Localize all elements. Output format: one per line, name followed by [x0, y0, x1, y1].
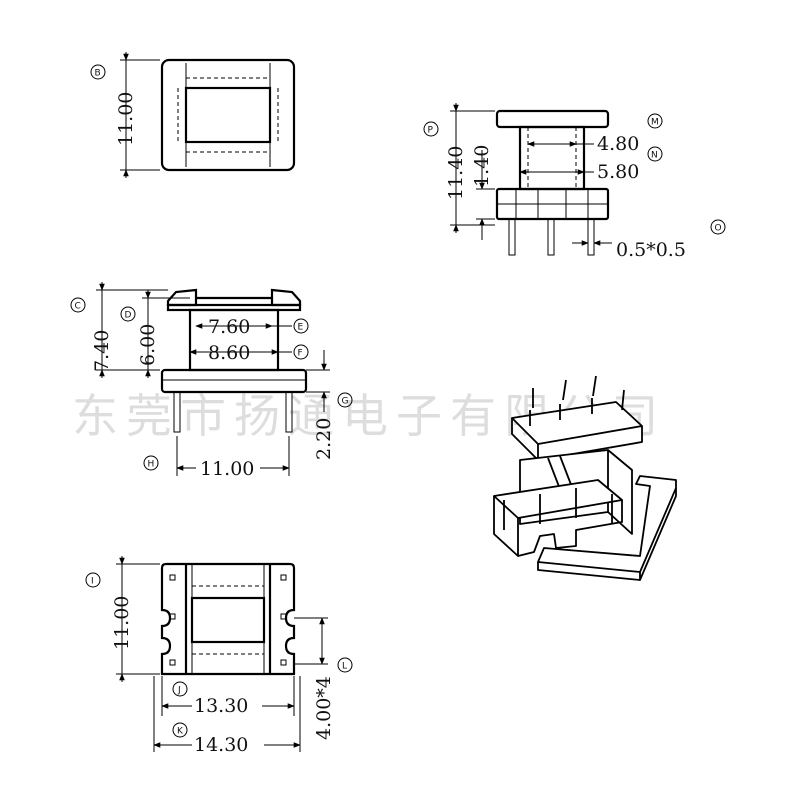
callout-d-label: D — [125, 311, 132, 321]
callout-i — [85, 572, 101, 588]
callout-c — [70, 297, 86, 313]
iso-top-pin-4 — [621, 389, 625, 411]
bottom-height-dim: 11.00 — [111, 596, 133, 650]
front-pin-left — [173, 391, 181, 433]
front-right-hook — [270, 288, 302, 307]
front-outer-dim: 8.60 — [208, 342, 250, 364]
side-view: 11.40 1.40 P 4.80 5.80 M N 0.5*0.5 O — [423, 103, 726, 261]
bottom-core-window — [190, 596, 266, 644]
bottom-pin-1 — [169, 574, 176, 581]
callout-i-label: I — [91, 577, 94, 587]
front-width-dim: 11.00 — [200, 458, 254, 480]
callout-p — [423, 121, 439, 137]
callout-f — [293, 344, 309, 360]
front-base-flange — [160, 368, 308, 394]
bottom-pitch-dim: 4.00*4 — [313, 676, 335, 740]
side-inner-dim: 4.80 — [597, 133, 639, 155]
iso-top-pin-3 — [592, 375, 597, 397]
callout-j — [172, 681, 188, 697]
top-height-dim: 11.00 — [115, 92, 137, 146]
iso-back-flange — [537, 475, 677, 573]
callout-b-label: B — [95, 69, 101, 79]
front-window-dim: 6.00 — [137, 324, 159, 366]
side-pin-2 — [547, 218, 555, 256]
callout-f-label: F — [298, 349, 303, 359]
callout-e — [293, 318, 309, 334]
bottom-pin-6 — [280, 659, 287, 666]
callout-m — [647, 113, 663, 129]
callout-o — [710, 219, 726, 235]
callout-p-label: P — [428, 126, 434, 136]
bottom-outline — [160, 562, 296, 676]
side-pin-1 — [508, 218, 516, 256]
front-view: 7.60 8.60 E F 7.40 6.00 C D 2.20 G — [70, 282, 353, 480]
callout-e-label: E — [298, 323, 304, 333]
front-total-dim: 7.40 — [91, 330, 113, 372]
bottom-inner-dim: 13.30 — [194, 695, 248, 717]
callout-k-label: K — [177, 727, 184, 737]
callout-m-label: M — [651, 118, 659, 128]
top-view-core-window — [184, 86, 272, 144]
front-pin-dim: 2.20 — [313, 418, 335, 460]
side-total-dim: 11.40 — [445, 146, 467, 200]
callout-h — [143, 455, 159, 471]
isometric-view — [493, 375, 677, 581]
callout-n — [647, 146, 663, 162]
callout-c-label: C — [75, 302, 81, 312]
side-top-flange — [495, 109, 610, 129]
iso-top-pin-2 — [562, 379, 567, 401]
side-winding-tube — [518, 125, 586, 191]
side-pin-3 — [587, 218, 595, 256]
bottom-pin-5 — [280, 613, 287, 620]
bottom-pin-2 — [169, 613, 176, 620]
bottom-pin-3 — [169, 659, 176, 666]
callout-l-label: L — [342, 662, 347, 672]
callout-d — [120, 306, 136, 322]
bottom-view: 11.00 I 4.00*4 L 13.30 J 14.30 K — [85, 556, 353, 756]
callout-k — [172, 722, 188, 738]
callout-j-label: J — [177, 686, 181, 696]
front-pin-right — [285, 391, 293, 433]
callout-n-label: N — [651, 151, 658, 161]
bottom-outer-dim: 14.30 — [194, 734, 248, 756]
side-outer-dim: 5.80 — [597, 161, 639, 183]
callout-l — [337, 657, 353, 673]
top-view-outline — [160, 58, 296, 172]
callout-g — [337, 392, 353, 408]
callout-h-label: H — [148, 460, 155, 470]
front-inner-dim: 7.60 — [208, 316, 250, 338]
side-flange-dim: 1.40 — [471, 145, 493, 187]
top-view: 11.00 B — [90, 52, 296, 178]
callout-g-label: G — [342, 397, 349, 407]
side-pin-dim: 0.5*0.5 — [616, 239, 686, 261]
callout-o-label: O — [715, 224, 722, 234]
bottom-pin-4 — [280, 574, 287, 581]
callout-b — [90, 64, 106, 80]
